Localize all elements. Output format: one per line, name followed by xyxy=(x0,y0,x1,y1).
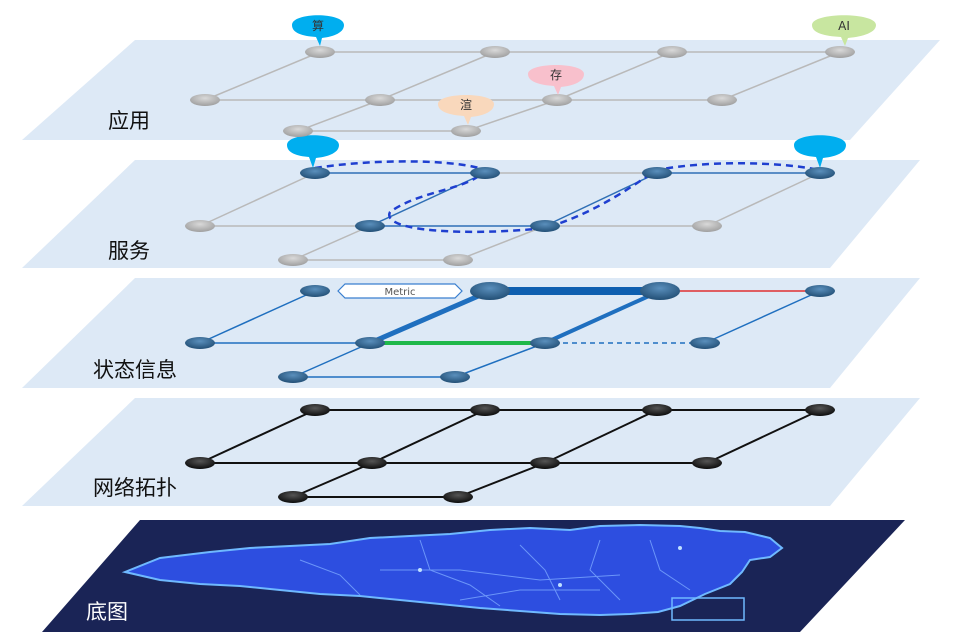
layer-label-service: 服务 xyxy=(108,239,150,263)
router-node xyxy=(470,167,500,179)
router-node xyxy=(707,94,737,106)
service-pin-right-icon xyxy=(794,135,846,168)
router-node xyxy=(278,371,308,383)
router-node xyxy=(805,404,835,416)
pin-render-icon xyxy=(438,95,494,125)
layer-label-state: 状态信息 xyxy=(93,358,177,382)
router-node xyxy=(185,457,215,469)
router-node xyxy=(805,285,835,297)
router-node-large xyxy=(470,282,510,300)
pin-storage-icon xyxy=(528,65,584,95)
map-provinces xyxy=(299,539,691,607)
metric-label: Metric xyxy=(384,287,415,298)
map-inset-box xyxy=(671,597,745,621)
router-node xyxy=(657,46,687,58)
router-node xyxy=(690,337,720,349)
china-map xyxy=(121,523,784,621)
pin-storage: 存 xyxy=(528,65,584,95)
plane-app xyxy=(22,40,940,140)
pin-ai: AI xyxy=(812,15,876,46)
pin-render: 渲 xyxy=(438,95,494,125)
service-pin-left-icon xyxy=(287,135,339,168)
app-links xyxy=(204,51,841,132)
router-node xyxy=(825,46,855,58)
router-node xyxy=(440,371,470,383)
service-routers xyxy=(185,167,835,266)
router-node xyxy=(357,457,387,469)
map-dot xyxy=(418,568,422,572)
router-node xyxy=(530,457,560,469)
router-node xyxy=(278,254,308,266)
router-node xyxy=(190,94,220,106)
router-node xyxy=(365,94,395,106)
router-node xyxy=(300,285,330,297)
router-node xyxy=(185,337,215,349)
router-node xyxy=(185,220,215,232)
map-dot xyxy=(558,583,562,587)
map-dot xyxy=(678,546,682,550)
plane-topo xyxy=(22,398,920,506)
topology-routers xyxy=(185,404,835,503)
service-path-dashed xyxy=(314,160,821,234)
layer-label-topology: 网络拓扑 xyxy=(93,476,177,500)
router-node xyxy=(300,404,330,416)
router-node xyxy=(480,46,510,58)
pin-storage-label: 存 xyxy=(550,68,562,82)
topology-links xyxy=(199,409,821,498)
router-node xyxy=(805,167,835,179)
metric-tag-shape xyxy=(337,283,463,299)
pin-render-label: 渲 xyxy=(460,97,472,112)
pin-compute-icon xyxy=(292,15,344,46)
router-node xyxy=(355,220,385,232)
router-node xyxy=(470,404,500,416)
router-node xyxy=(283,125,313,137)
router-node xyxy=(278,491,308,503)
state-links xyxy=(199,287,821,378)
plane-state xyxy=(22,278,920,388)
router-node xyxy=(692,457,722,469)
metric-tag: Metric xyxy=(337,283,463,299)
router-node xyxy=(542,94,572,106)
router-node xyxy=(642,404,672,416)
router-node xyxy=(355,337,385,349)
router-node xyxy=(642,167,672,179)
pin-ai-label: AI xyxy=(838,19,850,33)
state-routers xyxy=(185,282,835,383)
service-pins xyxy=(287,135,846,168)
pin-compute: 算 xyxy=(292,15,344,46)
router-node xyxy=(530,337,560,349)
router-node-large xyxy=(640,282,680,300)
router-node xyxy=(530,220,560,232)
router-node xyxy=(300,167,330,179)
pin-ai-icon xyxy=(812,15,876,46)
plane-service xyxy=(22,160,920,268)
router-node xyxy=(692,220,722,232)
app-pins: 算 AI 存 渲 xyxy=(292,15,876,125)
router-node xyxy=(443,254,473,266)
pin-compute-label: 算 xyxy=(312,18,324,33)
router-node xyxy=(443,491,473,503)
router-node xyxy=(451,125,481,137)
app-routers xyxy=(190,46,855,137)
layer-label-base-map: 底图 xyxy=(86,600,128,624)
router-node xyxy=(305,46,335,58)
layer-label-app: 应用 xyxy=(108,109,150,133)
